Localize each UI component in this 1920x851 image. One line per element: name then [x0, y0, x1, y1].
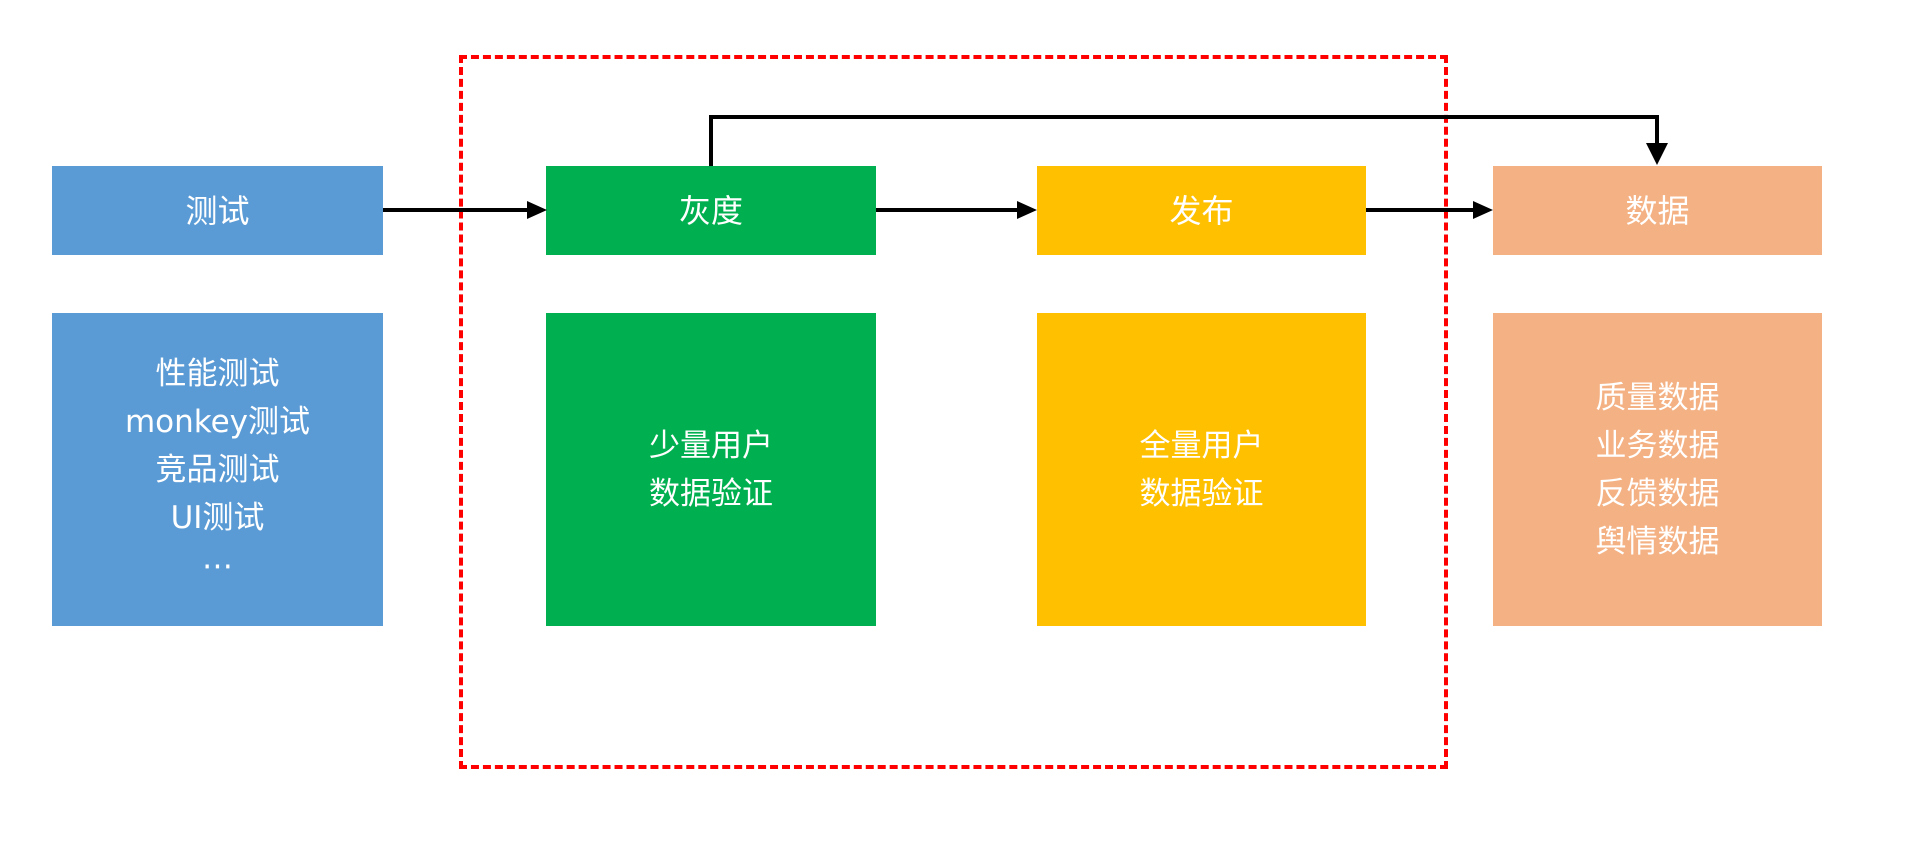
feedback-arrow-gray-to-data: [709, 117, 713, 166]
arrowhead-right-icon: [1473, 201, 1493, 219]
detail-line: 数据验证: [649, 475, 773, 512]
detail-line: 全量用户: [1139, 427, 1264, 464]
detail-line: 舆情数据: [1595, 523, 1720, 560]
detail-line: 数据验证: [1139, 475, 1264, 512]
arrowhead-down-icon: [1646, 143, 1668, 165]
arrowhead-right-icon: [1017, 201, 1037, 219]
release-stage-box: 发布: [1037, 166, 1366, 255]
gray-details-box: 少量用户 数据验证: [546, 313, 876, 626]
test-stage-box: 测试: [52, 166, 383, 255]
ellipsis-line: ⋯: [202, 547, 233, 584]
data-stage-box: 数据: [1493, 166, 1822, 255]
gray-release-boundary: [459, 55, 1448, 769]
detail-line: 反馈数据: [1595, 475, 1720, 512]
detail-line: 质量数据: [1595, 379, 1720, 416]
gray-stage-box: 灰度: [546, 166, 876, 255]
arrow-release-to-data: [1366, 208, 1473, 212]
detail-line: UI测试: [170, 499, 265, 536]
detail-line: 少量用户: [649, 427, 773, 464]
test-details-box: 性能测试 monkey测试 竞品测试 UI测试 ⋯: [52, 313, 383, 626]
detail-line: monkey测试: [124, 403, 311, 440]
release-details-box: 全量用户 数据验证: [1037, 313, 1366, 626]
detail-line: 业务数据: [1595, 427, 1720, 464]
data-details-box: 质量数据 业务数据 反馈数据 舆情数据: [1493, 313, 1822, 626]
arrow-gray-to-release: [876, 208, 1017, 212]
feedback-arrow-gray-to-data: [1655, 115, 1659, 145]
data-stage-label: 数据: [1625, 191, 1690, 230]
feedback-arrow-gray-to-data: [709, 115, 1659, 119]
detail-line: 竞品测试: [155, 451, 280, 488]
detail-line: 性能测试: [155, 355, 280, 392]
gray-stage-label: 灰度: [678, 191, 743, 230]
arrowhead-right-icon: [527, 201, 547, 219]
release-stage-label: 发布: [1169, 191, 1234, 230]
arrow-test-to-gray: [383, 208, 527, 212]
test-stage-label: 测试: [185, 191, 250, 230]
